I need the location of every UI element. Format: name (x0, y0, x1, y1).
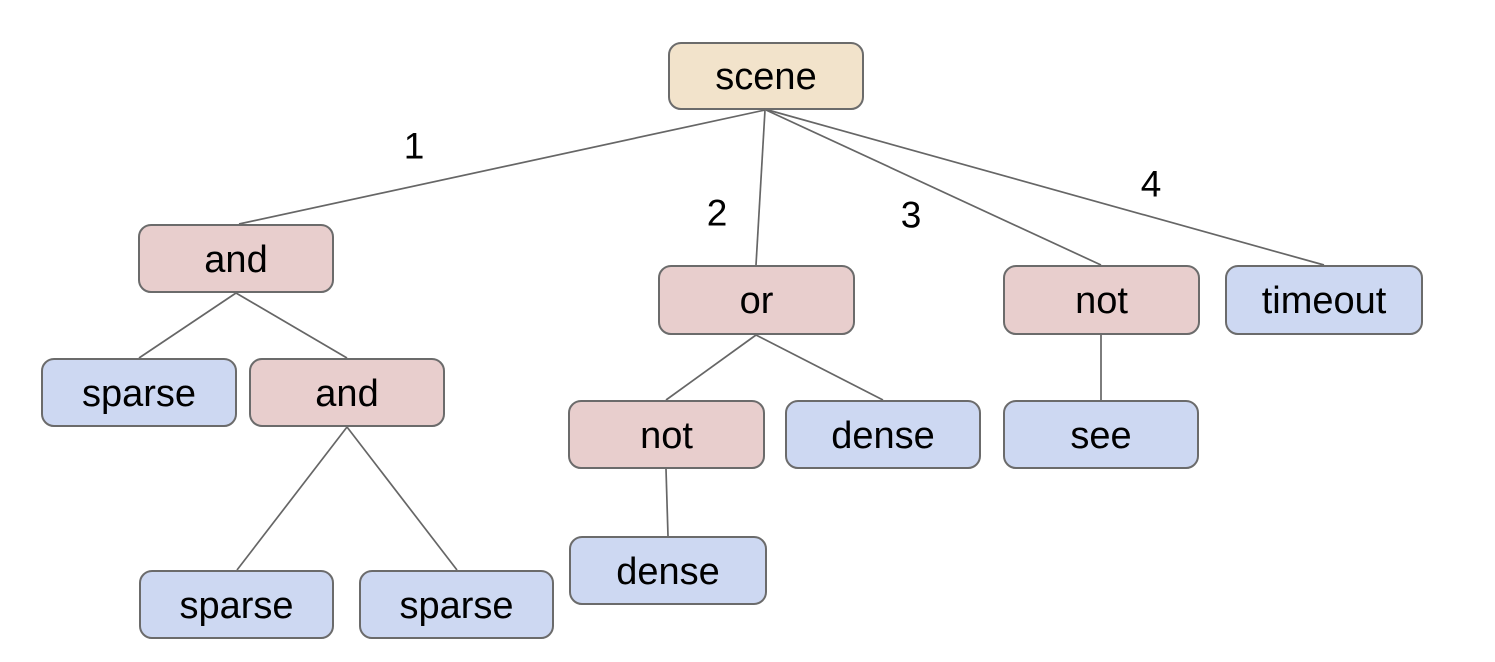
node-label: see (1070, 414, 1132, 457)
node-sparse2: sparse (139, 570, 334, 639)
edge-line-scene-and1 (238, 109, 766, 225)
node-label: not (640, 414, 693, 457)
node-label: sparse (399, 584, 514, 627)
edge-line-scene-or1 (755, 109, 766, 266)
edge-label-3: 3 (900, 194, 922, 236)
node-sparse1: sparse (41, 358, 237, 427)
edge-line-not2-dense2 (665, 468, 669, 537)
node-dense2: dense (569, 536, 767, 605)
node-label: dense (831, 414, 935, 457)
node-label: or (739, 280, 774, 322)
node-label: not (1075, 280, 1128, 322)
edge-label-2: 2 (706, 192, 728, 234)
edge-line-or1-not2 (665, 334, 757, 401)
node-label: and (315, 372, 379, 415)
node-label: sparse (81, 372, 197, 415)
edge-label-1: 1 (403, 125, 425, 167)
node-not2: not (568, 400, 765, 469)
node-and1: and (138, 224, 334, 293)
edge-line-and2-sparse3 (346, 426, 458, 571)
node-sparse3: sparse (359, 570, 554, 639)
node-label: dense (616, 550, 720, 593)
node-scene: scene (668, 42, 864, 110)
edge-label-4: 4 (1140, 163, 1162, 205)
node-label: and (204, 238, 268, 281)
node-label: timeout (1261, 280, 1387, 322)
node-or1: or (658, 265, 855, 335)
node-see: see (1003, 400, 1199, 469)
node-not1: not (1003, 265, 1200, 335)
edge-line-and2-sparse2 (236, 426, 348, 571)
edge-line-and1-sparse1 (138, 292, 237, 359)
node-label: sparse (179, 584, 294, 627)
node-and2: and (249, 358, 445, 427)
edge-line-scene-not1 (765, 109, 1102, 266)
edge-line-scene-timeout (767, 109, 1325, 266)
node-dense1: dense (785, 400, 981, 469)
edge-line-or1-dense1 (755, 334, 884, 401)
node-timeout: timeout (1225, 265, 1423, 335)
edge-line-and1-and2 (235, 292, 348, 359)
node-label: scene (715, 56, 817, 98)
